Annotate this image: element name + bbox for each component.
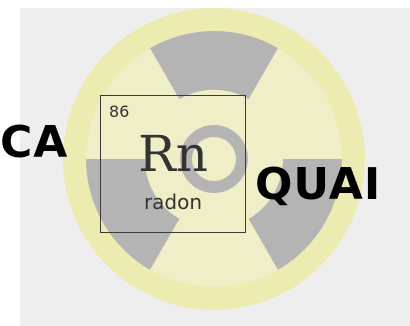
trefoil-blade-left bbox=[85, 159, 180, 270]
element-symbol: Rn bbox=[138, 125, 208, 183]
overlay-text-left: CA bbox=[0, 117, 69, 168]
overlay-text-right: QUAI bbox=[255, 159, 382, 210]
element-tile: 86 Rn radon bbox=[100, 95, 246, 233]
element-name: radon bbox=[143, 190, 203, 214]
atomic-number: 86 bbox=[109, 102, 130, 121]
trefoil-blade-top bbox=[150, 30, 278, 100]
trefoil-blade-right bbox=[248, 159, 342, 270]
trefoil-center-hole bbox=[192, 137, 236, 181]
